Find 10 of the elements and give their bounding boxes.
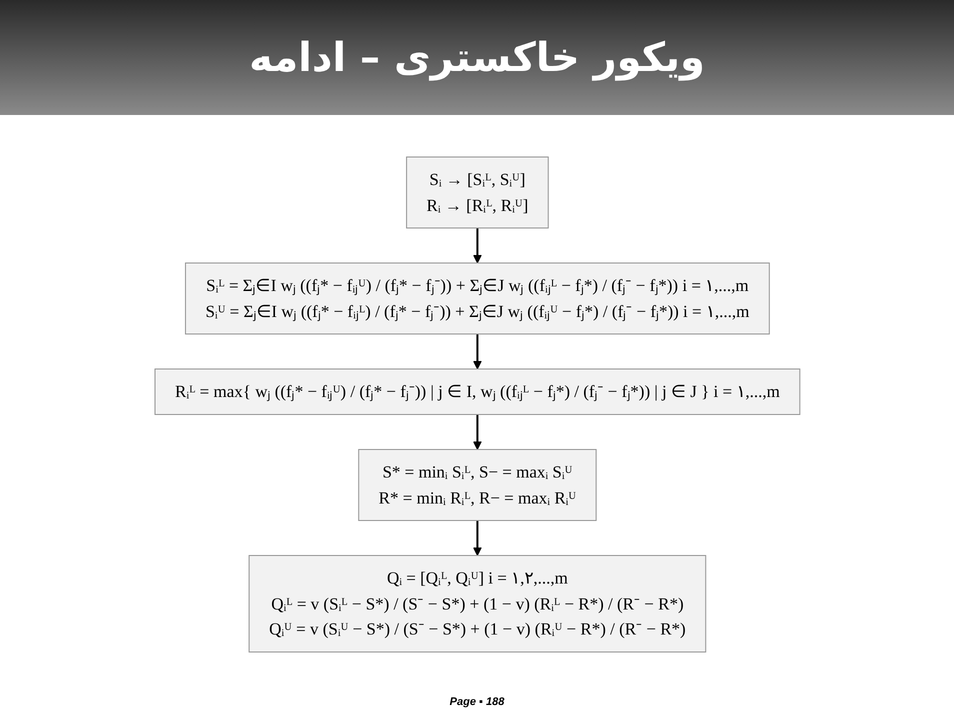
node-box: Sᵢ → [Sᵢᴸ, Sᵢᵁ] Rᵢ → [Rᵢᴸ, Rᵢᵁ] xyxy=(406,156,548,228)
page-number: Page ▪ 188 xyxy=(450,696,504,708)
arrow xyxy=(472,414,482,450)
node-box: S* = minᵢ Sᵢᴸ, S− = maxᵢ Sᵢᵁ R* = minᵢ Rᵢᴸ, R− = maxᵢ Rᵢᵁ xyxy=(358,449,596,521)
node-box: Rᵢᴸ = max{ wⱼ ((fⱼ* − fᵢⱼᵁ) / (fⱼ* − fⱼ⁻)) | j ∈ I, wⱼ ((fᵢⱼᴸ − fⱼ*) / (fⱼ⁻ − fⱼ*)) | j ∈ J } i = ۱,...,m xyxy=(154,368,800,415)
arrow xyxy=(472,520,482,556)
node-box: Sᵢᴸ = Σⱼ∈I wⱼ ((fⱼ* − fᵢⱼᵁ) / (fⱼ* − fⱼ⁻)) + Σⱼ∈J wⱼ ((fᵢⱼᴸ − fⱼ*) / (fⱼ⁻ − fⱼ*)) i = ۱,...,m Sᵢᵁ = Σⱼ∈I wⱼ ((fⱼ* − fᵢⱼᴸ) / (fⱼ* − fⱼ⁻)) + Σⱼ∈J wⱼ ((fᵢⱼᵁ − fⱼ*) / (fⱼ⁻ − fⱼ*)) i = ۱,...,m xyxy=(184,262,770,334)
slide-title: ویکور خاکستری – ادامه xyxy=(249,34,705,80)
arrow xyxy=(472,228,482,264)
arrow xyxy=(472,334,482,370)
